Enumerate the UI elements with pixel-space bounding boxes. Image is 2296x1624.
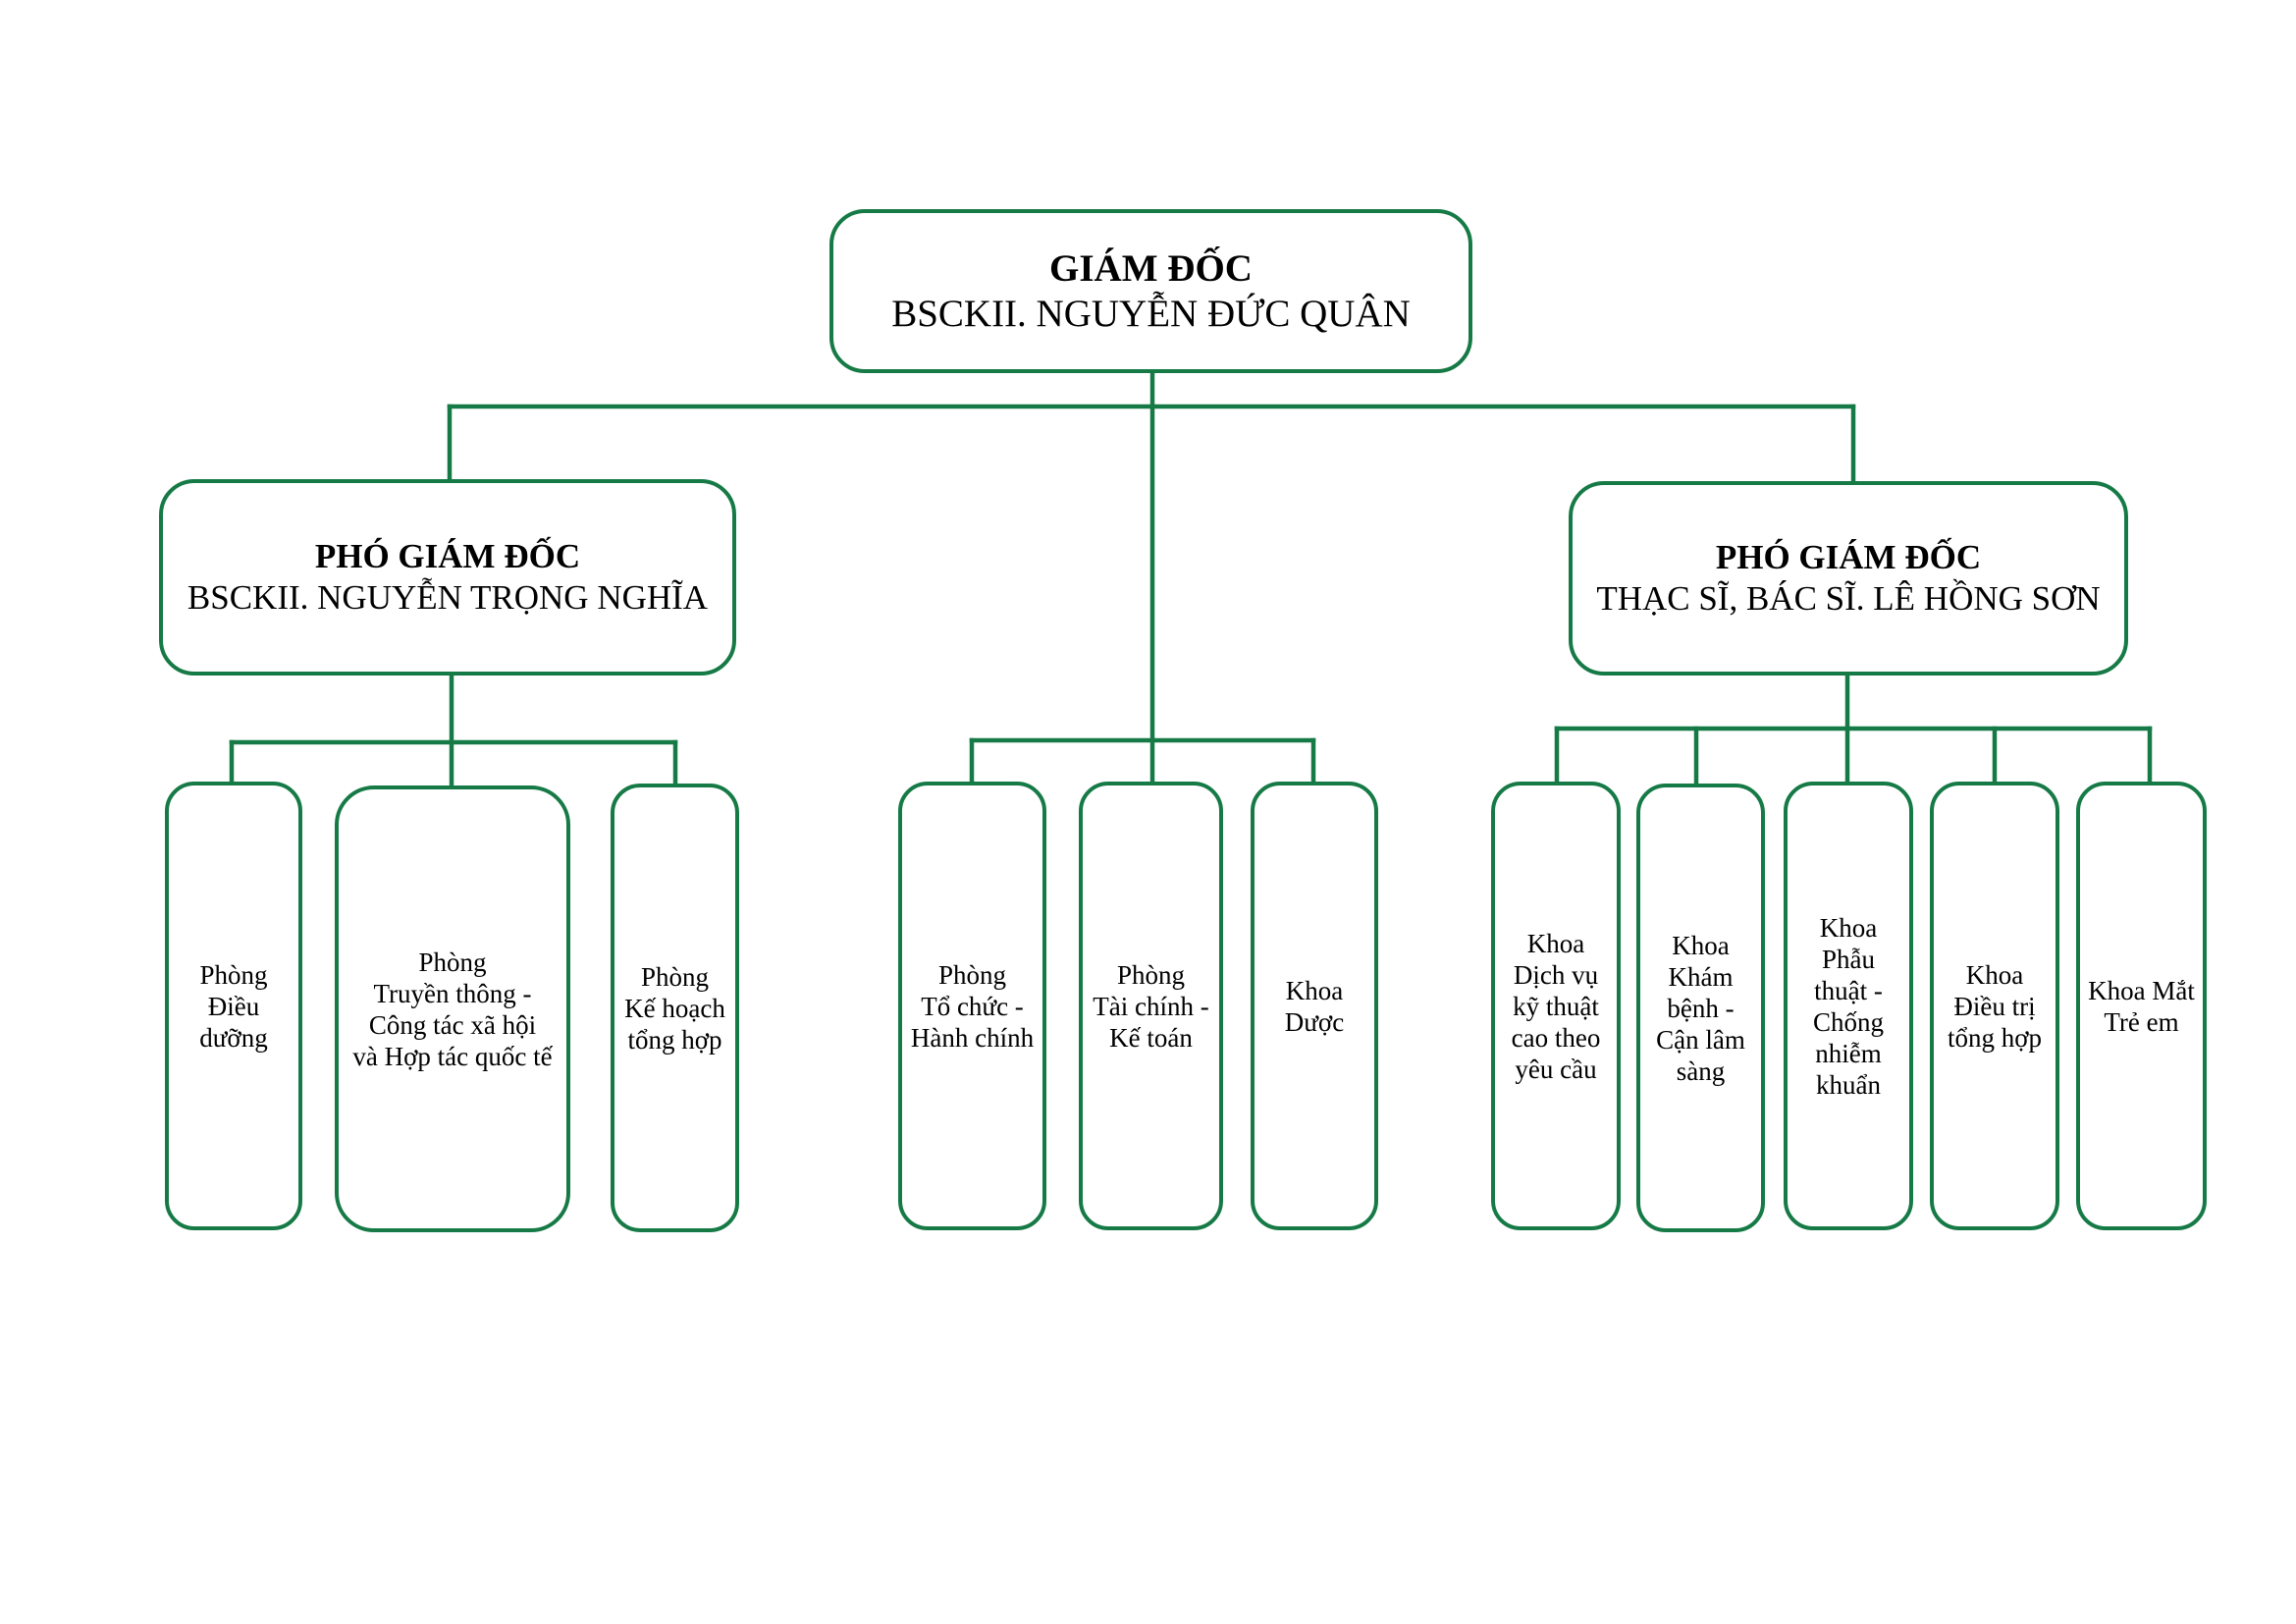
director-name: BSCKII. NGUYỄN ĐỨC QUÂN — [891, 292, 1411, 335]
unit-label: Khoa Dịch vụ kỹ thuật cao theo yêu cầu — [1511, 928, 1601, 1084]
unit-box: Khoa Phẫu thuật - Chống nhiễm khuẩn — [1784, 782, 1913, 1230]
unit-box: Phòng Kế hoạch tổng hợp — [611, 784, 739, 1232]
director-box: GIÁM ĐỐC BSCKII. NGUYỄN ĐỨC QUÂN — [829, 209, 1472, 373]
unit-box: Phòng Điều dưỡng — [165, 782, 302, 1230]
unit-box: Phòng Truyền thông - Công tác xã hội và … — [335, 785, 570, 1232]
unit-box: Khoa Khám bệnh - Cận lâm sàng — [1636, 784, 1765, 1232]
unit-box: Khoa Dược — [1251, 782, 1378, 1230]
deputy-left-box: PHÓ GIÁM ĐỐC BSCKII. NGUYỄN TRỌNG NGHĨA — [159, 479, 736, 676]
unit-box: Phòng Tài chính - Kế toán — [1079, 782, 1223, 1230]
unit-label: Khoa Dược — [1284, 975, 1345, 1037]
unit-label: Khoa Mắt Trẻ em — [2088, 975, 2195, 1037]
deputy-right-title: PHÓ GIÁM ĐỐC — [1715, 538, 1982, 576]
deputy-right-name: THẠC SĨ, BÁC SĨ. LÊ HỒNG SƠN — [1596, 579, 2101, 618]
unit-box: Phòng Tổ chức - Hành chính — [898, 782, 1046, 1230]
unit-label: Khoa Điều trị tổng hợp — [1947, 959, 2043, 1053]
unit-label: Phòng Kế hoạch tổng hợp — [624, 961, 725, 1055]
deputy-right-box: PHÓ GIÁM ĐỐC THẠC SĨ, BÁC SĨ. LÊ HỒNG SƠ… — [1569, 481, 2128, 676]
unit-label: Phòng Điều dưỡng — [199, 959, 268, 1053]
unit-box: Khoa Mắt Trẻ em — [2076, 782, 2207, 1230]
deputy-left-name: BSCKII. NGUYỄN TRỌNG NGHĨA — [187, 578, 709, 617]
unit-label: Khoa Khám bệnh - Cận lâm sàng — [1656, 930, 1745, 1086]
unit-label: Phòng Tổ chức - Hành chính — [910, 959, 1035, 1053]
unit-box: Khoa Dịch vụ kỹ thuật cao theo yêu cầu — [1491, 782, 1621, 1230]
unit-label: Phòng Tài chính - Kế toán — [1093, 959, 1209, 1053]
deputy-left-title: PHÓ GIÁM ĐỐC — [314, 537, 581, 575]
unit-box: Khoa Điều trị tổng hợp — [1930, 782, 2059, 1230]
unit-label: Phòng Truyền thông - Công tác xã hội và … — [352, 947, 553, 1071]
unit-label: Khoa Phẫu thuật - Chống nhiễm khuẩn — [1812, 912, 1884, 1100]
director-title: GIÁM ĐỐC — [1049, 246, 1253, 290]
